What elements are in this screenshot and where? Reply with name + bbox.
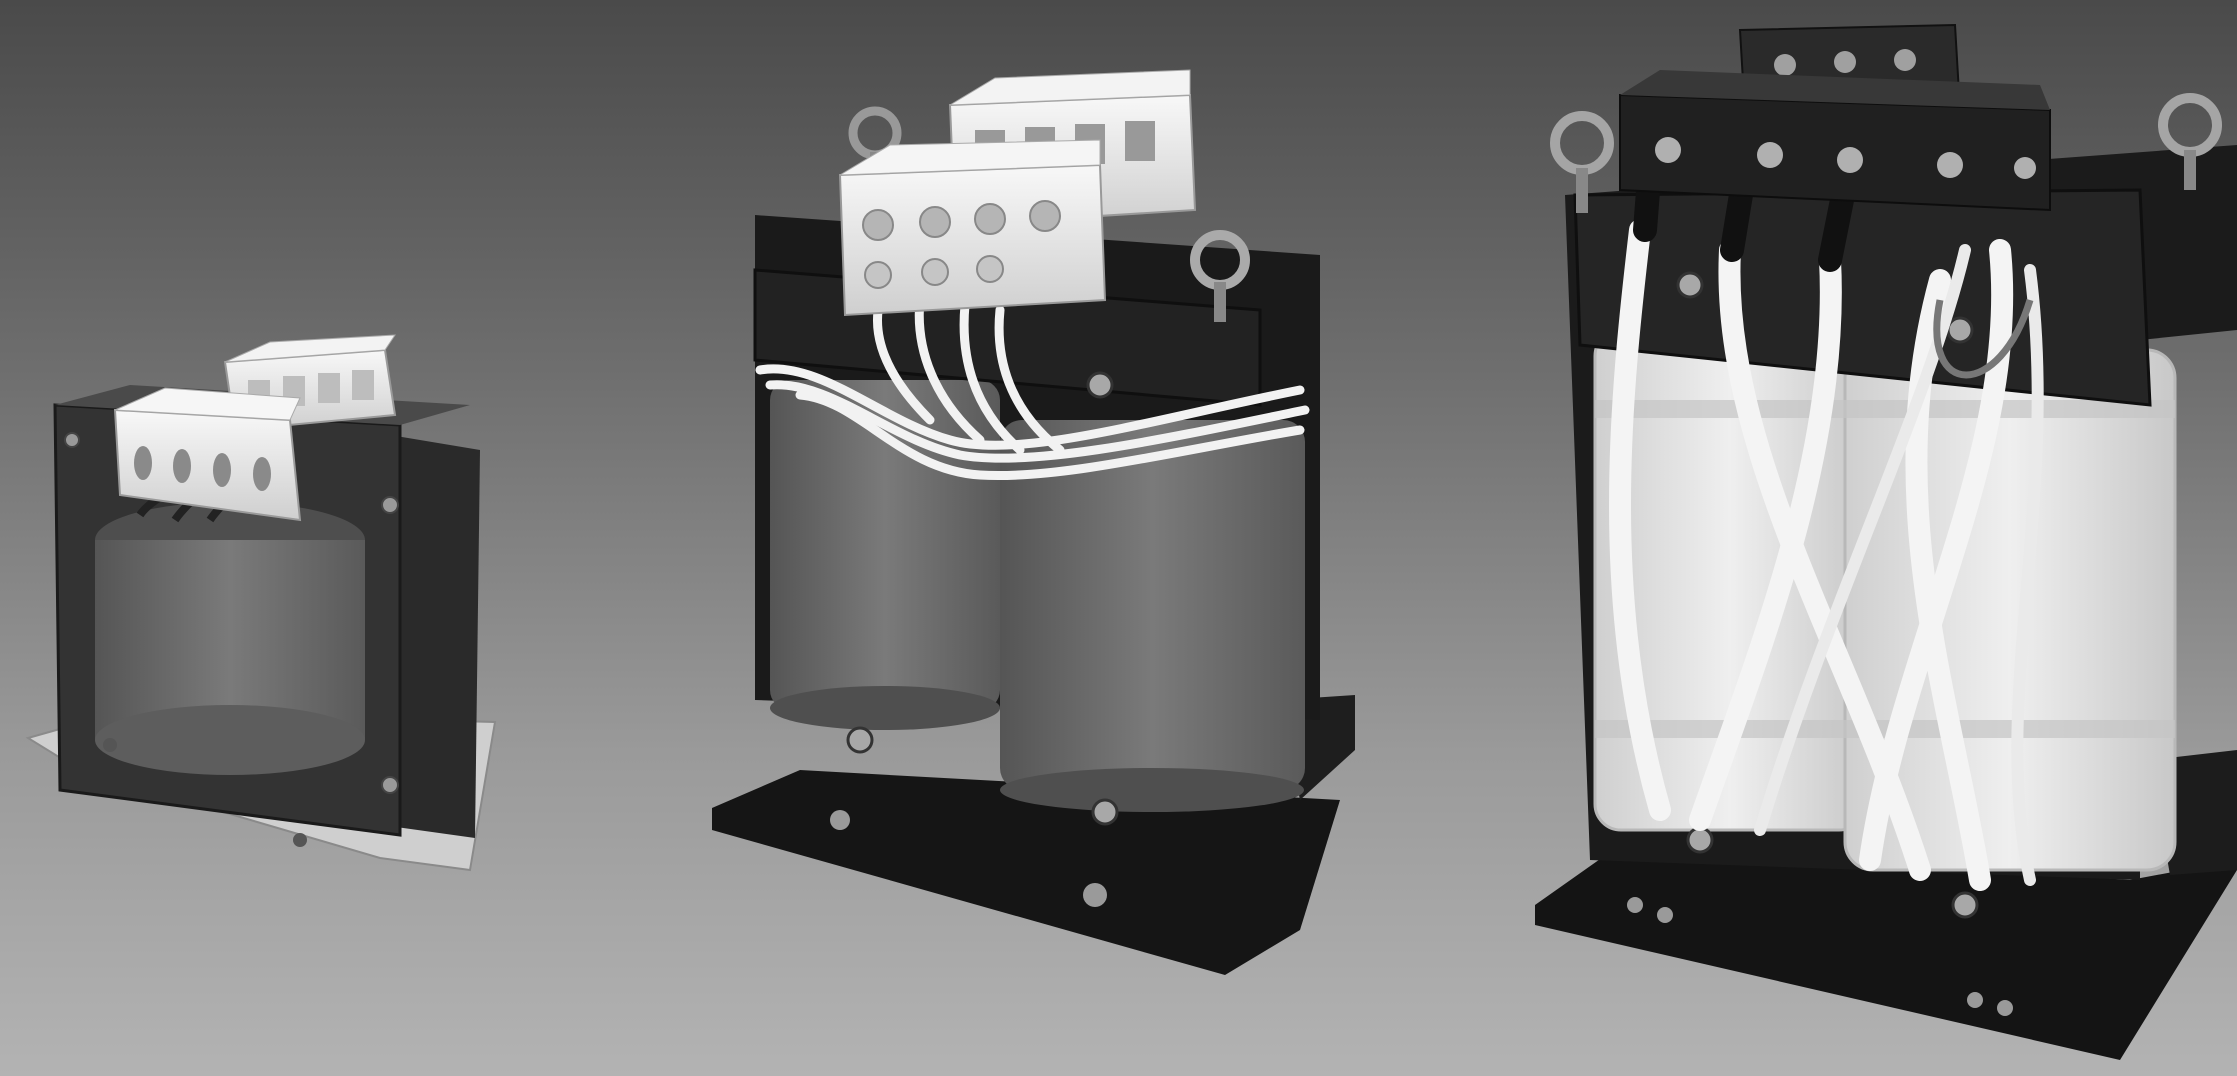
- medium-coil-right-bottom: [1000, 768, 1304, 812]
- large-lifting-eye-icon: [1550, 111, 1614, 213]
- medium-base-bracket: [712, 770, 1340, 975]
- large-mount-hole: [1627, 897, 1643, 913]
- large-bolt-icon: [1676, 271, 1704, 299]
- small-terminal-block-front: [113, 387, 302, 522]
- large-lifting-eye-icon: [2158, 93, 2222, 190]
- small-mount-hole: [103, 738, 117, 752]
- medium-terminal-block-front: [838, 139, 1107, 317]
- medium-coil-left-bottom: [770, 686, 1000, 730]
- small-coil-bottom: [95, 705, 365, 775]
- medium-bolt-icon: [1091, 798, 1119, 826]
- medium-mount-hole: [1083, 883, 1107, 907]
- large-transformer: [1535, 23, 2237, 1060]
- medium-lifting-eye-icon: [1190, 230, 1250, 322]
- medium-coil-left: [770, 380, 1000, 710]
- large-base-bracket: [1535, 845, 2237, 1060]
- small-screw-icon: [381, 496, 399, 514]
- small-transformer: [25, 334, 497, 872]
- small-mount-hole: [293, 833, 307, 847]
- large-ground-wire: [1933, 298, 2034, 379]
- large-coil-band: [1595, 400, 2175, 418]
- large-mount-hole: [1967, 992, 1983, 1008]
- large-white-cables: [1609, 219, 2014, 891]
- large-terminal-block-front: [1619, 70, 2051, 212]
- small-screw-icon: [64, 432, 80, 448]
- medium-bolt-icon: [846, 726, 874, 754]
- medium-coil-right: [1000, 420, 1305, 790]
- medium-mount-hole: [830, 810, 850, 830]
- large-white-cables-thin: [1754, 244, 2044, 886]
- large-bolt-icon: [1686, 826, 1714, 854]
- medium-transformer: [712, 69, 1355, 975]
- large-bolt-icon: [1946, 316, 1974, 344]
- large-bolt-icon: [1951, 891, 1979, 919]
- small-screw-icon: [381, 776, 399, 794]
- medium-bolt-icon: [1086, 371, 1114, 399]
- large-coil-band: [1595, 720, 2175, 738]
- large-mount-hole: [1997, 1000, 2013, 1016]
- large-mount-hole: [1657, 907, 1673, 923]
